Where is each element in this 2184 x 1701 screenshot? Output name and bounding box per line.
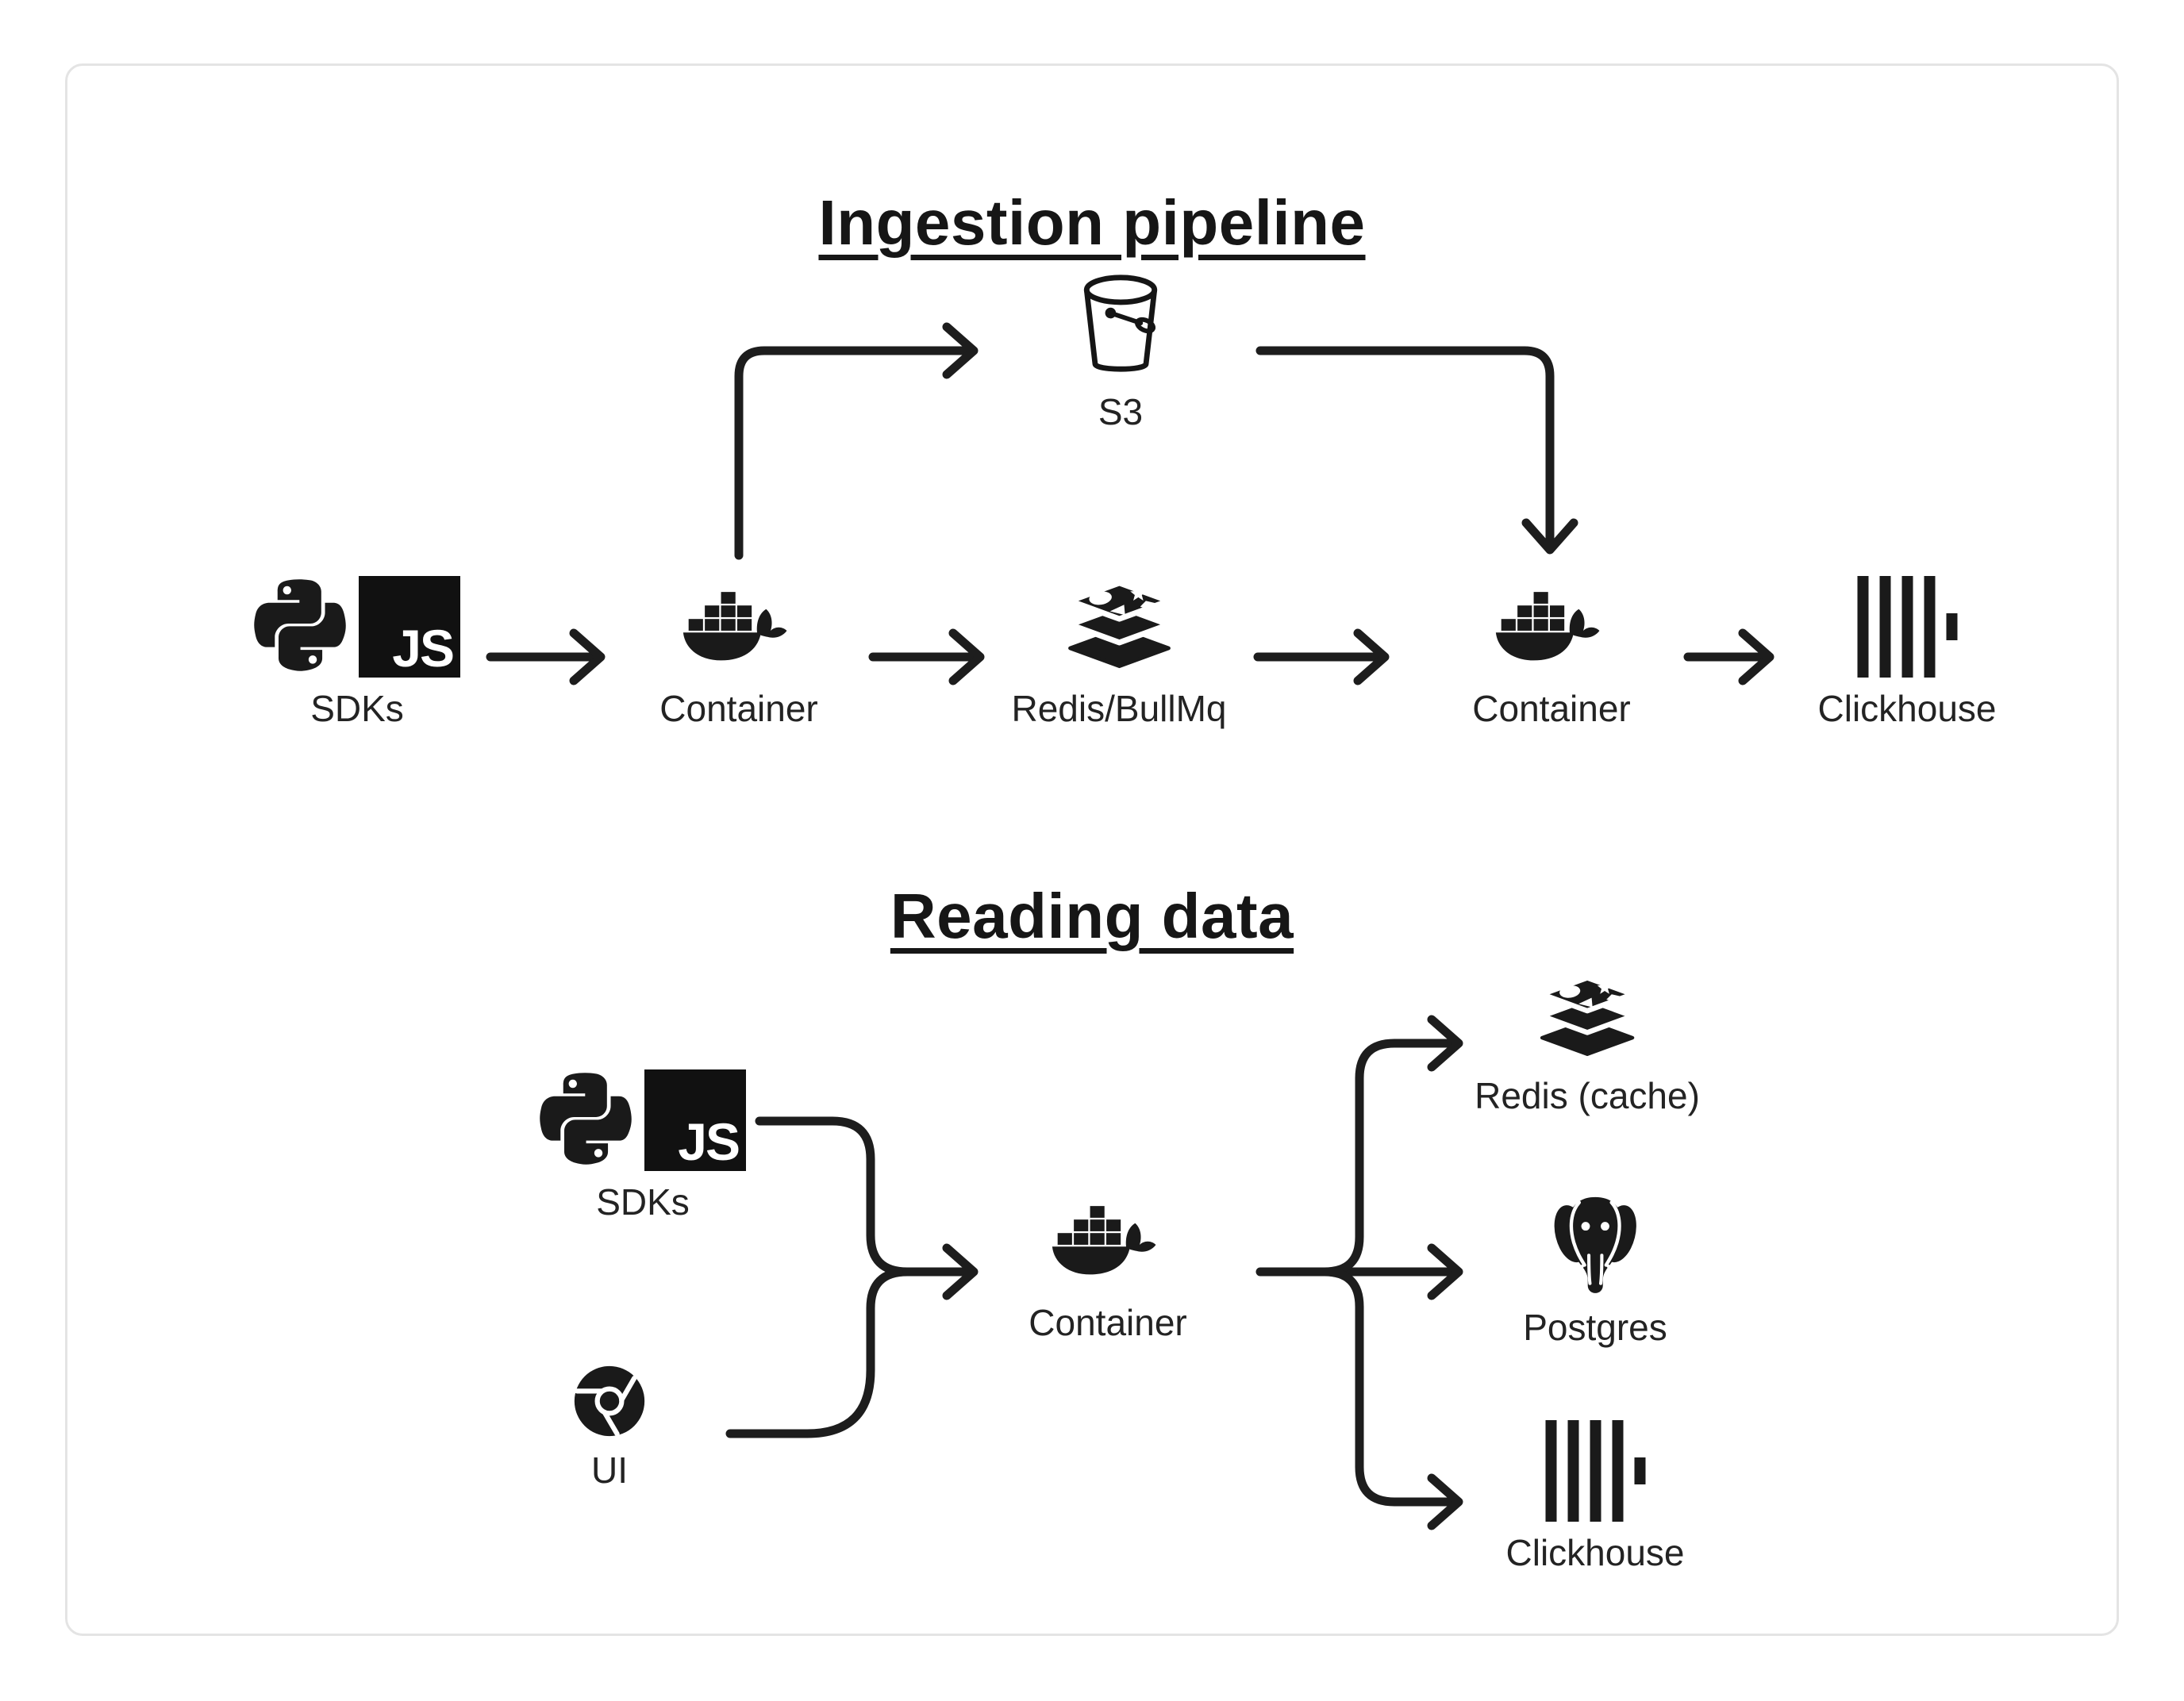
postgres-icon (1541, 1188, 1649, 1296)
postgres-icon-box (1541, 1184, 1649, 1296)
docker-icon (1052, 1206, 1156, 1275)
docker-icon (682, 592, 787, 661)
redis-icon (1060, 579, 1178, 678)
node-label: Clickhouse (1817, 688, 1997, 729)
node-label: Clickhouse (1505, 1532, 1685, 1573)
node-redis-cache: Redis (cache) (1475, 966, 1700, 1117)
redis-icon-box (1060, 573, 1178, 678)
javascript-icon: JS (644, 1069, 746, 1171)
redis-icon-box (1533, 966, 1641, 1065)
python-icon (254, 579, 346, 671)
arrow-container-to-clickhouse-read (1297, 1267, 1460, 1507)
javascript-icon-text: JS (392, 619, 455, 678)
s3-bucket-icon (1075, 273, 1167, 381)
node-postgres: Postgres (1523, 1184, 1667, 1349)
node-clickhouse-ingest: Clickhouse (1818, 573, 1997, 730)
arrowhead (942, 322, 979, 379)
arrow-container-to-redis-cache (1297, 1039, 1460, 1277)
node-sdks-ingestion: JS SDKs (254, 568, 460, 730)
arrowhead (1427, 1243, 1463, 1300)
node-redis-bullmq: Redis/BullMq (1012, 573, 1227, 730)
arrow-s3-to-container (1255, 346, 1555, 551)
node-clickhouse-reading: Clickhouse (1506, 1420, 1685, 1574)
node-label: SDKs (310, 688, 404, 729)
line-ui-to-merge (725, 1267, 912, 1438)
reading-data-title: Reading data (890, 881, 1294, 951)
arrowhead (1353, 628, 1390, 685)
arrowhead (1427, 1015, 1463, 1072)
javascript-icon: JS (359, 576, 460, 678)
arrowhead (1738, 628, 1774, 685)
sdks-icon-group: JS (540, 1060, 746, 1171)
clickhouse-icon (1857, 576, 1957, 678)
ingestion-pipeline-title: Ingestion pipeline (818, 187, 1366, 258)
node-label: S3 (1098, 391, 1144, 432)
docker-icon-box (679, 573, 798, 678)
node-label: UI (591, 1449, 628, 1491)
s3-icon-box (1075, 270, 1167, 381)
python-icon (540, 1073, 632, 1165)
arrowhead (569, 628, 606, 685)
node-label: SDKs (596, 1181, 690, 1223)
node-label: Postgres (1523, 1307, 1667, 1348)
arrowhead (948, 628, 985, 685)
node-container-ingest-2: Container (1472, 573, 1631, 730)
node-container-ingest-1: Container (659, 573, 818, 730)
clickhouse-icon (1545, 1420, 1645, 1522)
node-label: Container (659, 688, 818, 729)
arrowhead (1521, 518, 1578, 555)
clickhouse-icon-box (1857, 573, 1957, 678)
redis-icon (1533, 974, 1641, 1065)
arrowhead (1427, 1473, 1463, 1530)
docker-icon-box (1492, 573, 1611, 678)
docker-icon-box (1048, 1188, 1167, 1292)
node-label: Container (1472, 688, 1631, 729)
javascript-icon-text: JS (678, 1112, 740, 1171)
line-sdks-to-merge (755, 1116, 912, 1277)
node-s3: S3 (1075, 270, 1167, 433)
docker-icon (1495, 592, 1600, 661)
node-ui: UI (571, 1361, 648, 1492)
node-label: Redis/BullMq (1011, 688, 1227, 729)
arrowhead (942, 1243, 979, 1300)
chrome-icon-box (571, 1361, 648, 1439)
node-container-reading: Container (1029, 1188, 1187, 1344)
arrow-container-to-s3 (734, 346, 975, 560)
node-label: Container (1029, 1302, 1187, 1343)
chrome-icon (571, 1363, 648, 1439)
node-label: Redis (cache) (1475, 1075, 1700, 1116)
sdks-icon-group: JS (254, 568, 460, 678)
clickhouse-icon-box (1545, 1420, 1645, 1522)
node-sdks-reading: JS SDKs (540, 1060, 746, 1223)
